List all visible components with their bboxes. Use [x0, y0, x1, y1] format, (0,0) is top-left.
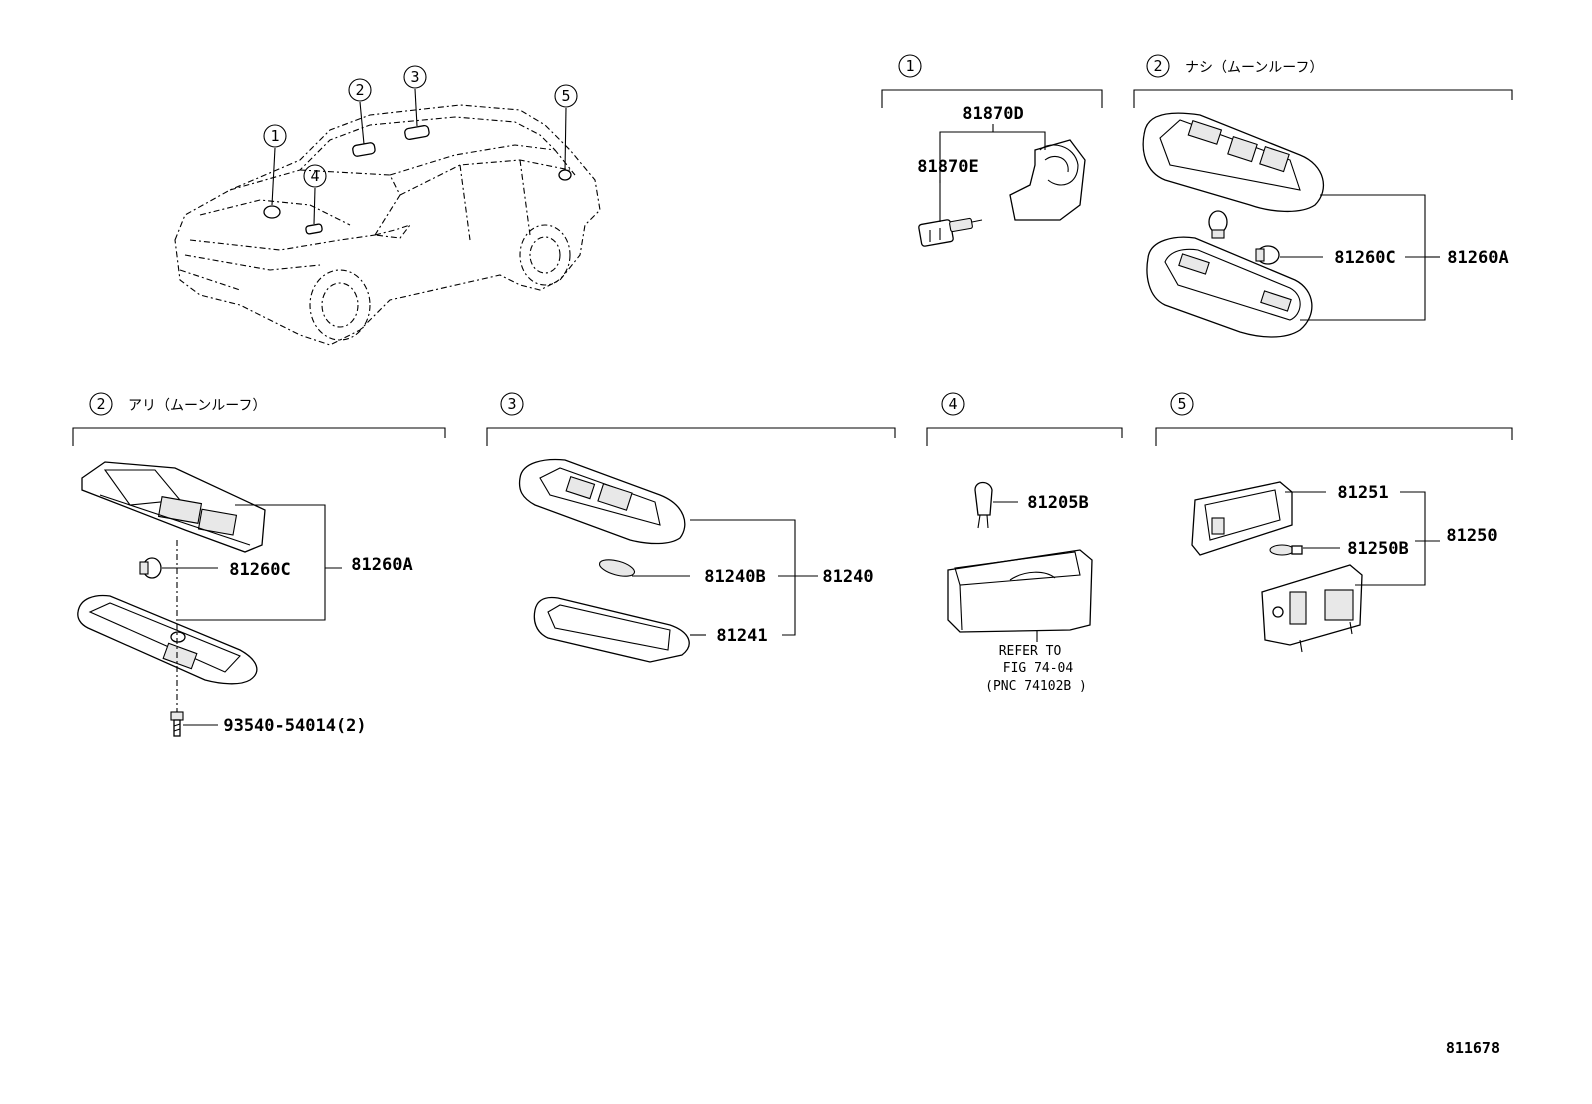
svg-text:1: 1 — [270, 127, 279, 145]
section-2b-bracket — [72, 427, 446, 446]
bulb-81250B — [1269, 544, 1303, 556]
room-lamp-base — [1142, 112, 1324, 213]
moonroof-lamp-assy — [81, 461, 266, 553]
section-5-number-circle — [1170, 392, 1194, 416]
section-1-number: 1 — [905, 57, 914, 75]
callout-2: 2 — [348, 78, 372, 102]
svg-text:3: 3 — [410, 68, 419, 86]
part-81260C-b: 81260C — [229, 560, 290, 580]
section-2-with-moonroof: 2 アリ（ムーンルーフ） — [72, 392, 446, 737]
map-lamp-housing — [518, 458, 686, 545]
svg-text:4: 4 — [310, 167, 319, 185]
lamp-marker-3 — [404, 124, 430, 141]
section-2a-bracket — [1133, 89, 1513, 108]
section-2a-number: 2 — [1153, 57, 1162, 75]
section-2a-number-circle — [1146, 54, 1170, 78]
callout-5: 5 — [554, 84, 578, 108]
part-93540-54014: 93540-54014(2) — [223, 716, 366, 736]
luggage-lamp-housing — [1261, 564, 1363, 653]
bulb-81240B — [598, 559, 636, 577]
part-81250: 81250 — [1446, 526, 1497, 546]
lamp-marker-5 — [558, 169, 572, 181]
part-81251: 81251 — [1337, 483, 1388, 503]
part-81260A-b: 81260A — [351, 555, 412, 575]
section-1-number-circle — [898, 54, 922, 78]
bulb-81205B — [974, 481, 993, 529]
section-2b-number: 2 — [96, 395, 105, 413]
refer-note-line-2: FIG 74-04 — [1003, 661, 1074, 676]
overhead-console-box — [947, 549, 1093, 633]
svg-text:2: 2 — [355, 81, 364, 99]
diagram-id: 811678 — [1446, 1039, 1500, 1057]
refer-note-line-1: REFER TO — [999, 644, 1062, 659]
door-switch-body — [918, 217, 983, 247]
part-81250B: 81250B — [1347, 539, 1408, 559]
bulb-left — [1208, 210, 1228, 239]
part-81240B: 81240B — [704, 567, 765, 587]
switch-housing — [1009, 139, 1086, 221]
section-4: 4 81205B REFER TO FIG 74-04 (PNC 74102B … — [926, 392, 1123, 694]
section-4-number-circle — [941, 392, 965, 416]
part-81260C-a: 81260C — [1334, 248, 1395, 268]
section-2b-number-circle — [89, 392, 113, 416]
section-5-number: 5 — [1177, 395, 1186, 413]
part-81205B: 81205B — [1027, 493, 1088, 513]
section-4-bracket — [926, 427, 1123, 446]
section-5-bracket — [1155, 427, 1513, 446]
section-2b-header: アリ（ムーンルーフ） — [128, 398, 266, 414]
screw-93540 — [170, 711, 184, 737]
section-1: 1 81870D 81870E — [881, 54, 1103, 247]
callout-1: 1 — [263, 124, 287, 148]
section-4-number: 4 — [948, 395, 957, 413]
vehicle-overview: 1 2 3 4 5 — [174, 65, 601, 346]
lamp-marker-1 — [263, 205, 281, 219]
section-3-number-circle — [500, 392, 524, 416]
moonroof-lamp-lens — [77, 594, 258, 685]
part-81260A-a: 81260A — [1447, 248, 1508, 268]
part-81241: 81241 — [716, 626, 767, 646]
part-81870E: 81870E — [917, 157, 978, 177]
bulb-81260C — [1255, 245, 1280, 265]
luggage-lamp-lens-81251 — [1191, 481, 1293, 556]
section-3: 3 81240B 81240 81241 — [486, 392, 896, 663]
svg-text:5: 5 — [561, 87, 570, 105]
section-5: 5 81251 81250B 81250 — [1155, 392, 1513, 653]
bulb-81260C-b — [139, 557, 162, 579]
section-3-bracket — [486, 427, 896, 446]
callout-4: 4 — [303, 164, 327, 188]
section-2a-header: ナシ（ムーンルーフ） — [1185, 60, 1323, 76]
room-lamp-lens — [1146, 236, 1313, 338]
refer-note-line-3: (PNC 74102B ) — [985, 679, 1087, 694]
lamp-marker-2 — [352, 142, 376, 157]
part-81870D: 81870D — [962, 104, 1023, 124]
map-lamp-lens-81241 — [533, 596, 690, 663]
section-2-without-moonroof: 2 ナシ（ムーンルーフ） 812 — [1133, 54, 1513, 338]
section-1-bracket — [881, 89, 1103, 108]
section-3-number: 3 — [507, 395, 516, 413]
callout-3: 3 — [403, 65, 427, 89]
part-81240: 81240 — [822, 567, 873, 587]
lamp-marker-4 — [305, 223, 323, 235]
